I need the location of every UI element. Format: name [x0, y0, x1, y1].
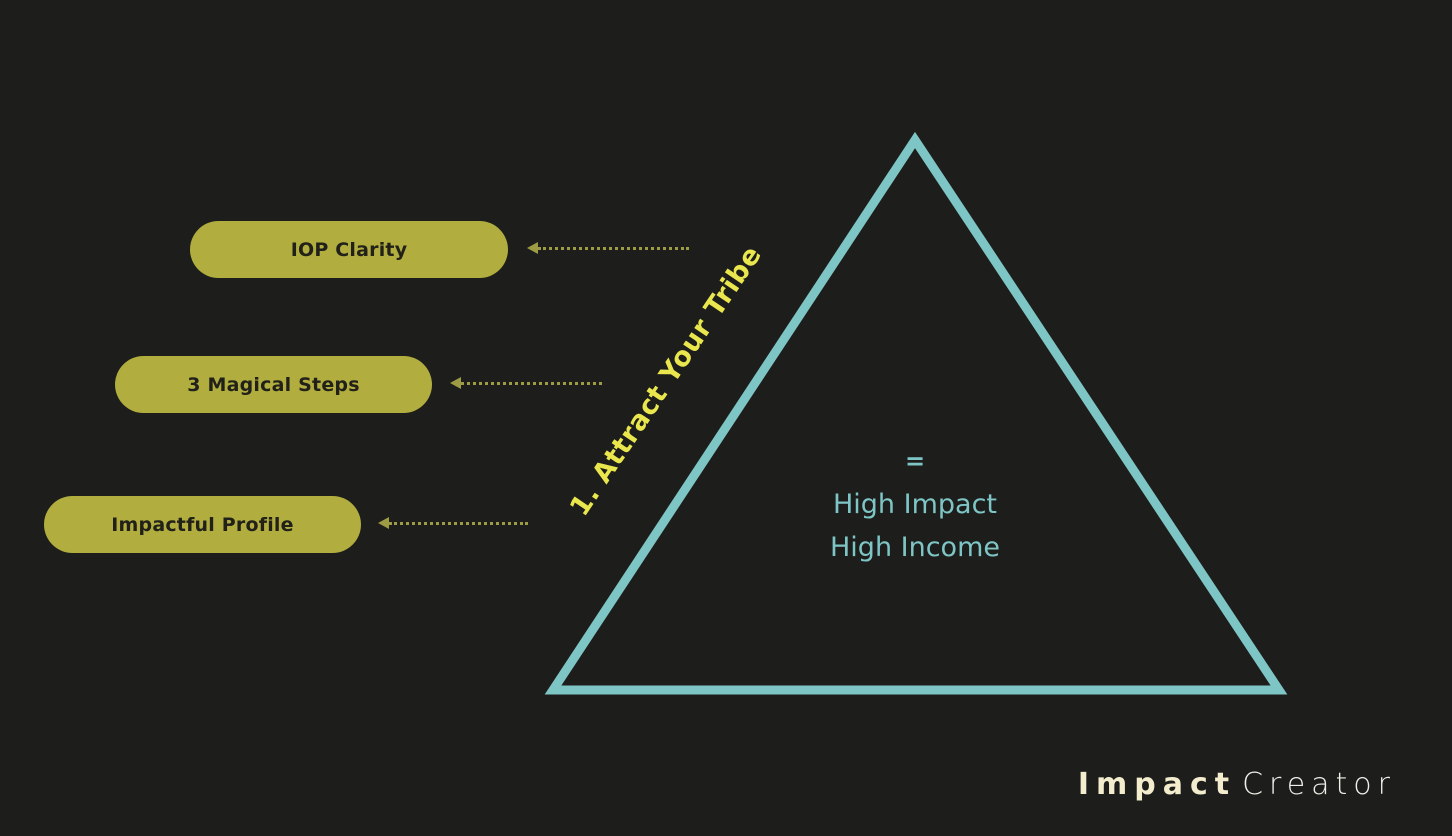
arrowhead-left-icon: [527, 242, 538, 254]
triangle-caption-line2: High Income: [830, 532, 1000, 563]
dotted-line: [461, 382, 602, 385]
dotted-arrow-3-magical-steps: [450, 376, 602, 392]
triangle-caption-line1: High Impact: [832, 489, 998, 520]
pill-3-magical-steps: 3 Magical Steps: [115, 356, 432, 413]
dotted-line: [538, 247, 689, 250]
pill-impactful-profile: Impactful Profile: [44, 496, 361, 553]
pill-impactful-profile-label: Impactful Profile: [111, 513, 294, 536]
triangle-caption: = High Impact High Income: [765, 440, 1065, 569]
pill-iop-clarity: IOP Clarity: [190, 221, 508, 278]
dotted-line: [389, 522, 528, 525]
arrowhead-left-icon: [450, 377, 461, 389]
logo-creator-text: Creator: [1242, 767, 1396, 802]
pill-3-magical-steps-label: 3 Magical Steps: [187, 373, 360, 396]
logo-impact-text: Impact: [1077, 767, 1237, 802]
pill-iop-clarity-label: IOP Clarity: [290, 238, 408, 261]
arrowhead-left-icon: [378, 517, 389, 529]
equals-sign: =: [904, 447, 926, 475]
dotted-arrow-impactful-profile: [378, 516, 528, 532]
dotted-arrow-iop-clarity: [527, 241, 689, 257]
